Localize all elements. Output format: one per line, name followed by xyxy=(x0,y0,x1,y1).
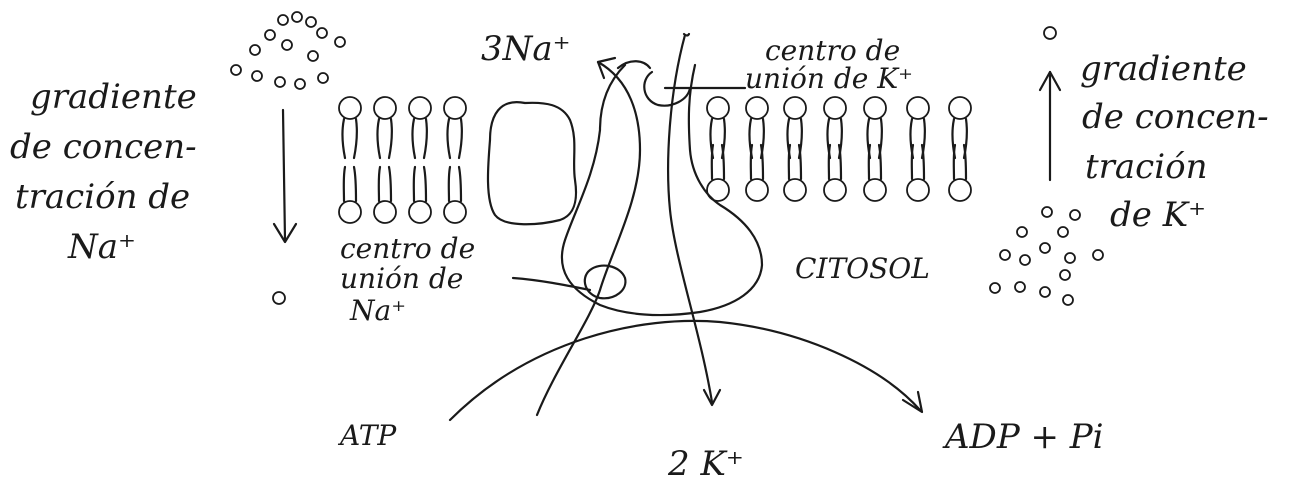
phospholipid-tail xyxy=(449,167,461,201)
label-k-gradient-line2: de concen- xyxy=(1082,97,1269,137)
phospholipid-tail xyxy=(954,145,966,179)
membrane-left xyxy=(339,97,466,223)
na-ion xyxy=(306,17,316,27)
k-ion xyxy=(1042,207,1052,217)
phospholipid-head xyxy=(824,97,846,119)
na-ion xyxy=(295,79,305,89)
na-ion xyxy=(318,73,328,83)
na-ion xyxy=(292,12,302,22)
atp-hydrolysis-arc xyxy=(450,321,920,420)
phospholipid-tail xyxy=(412,119,426,158)
label-cytosol: CITOSOL xyxy=(795,252,930,285)
label-na-gradient-line4: Na⁺ xyxy=(67,227,136,267)
na-ion xyxy=(317,28,327,38)
phospholipid-head xyxy=(746,97,768,119)
k-ion xyxy=(990,283,1000,293)
k-ion xyxy=(1020,255,1030,265)
na-ions-outside xyxy=(231,12,345,89)
k-ion xyxy=(1000,250,1010,260)
phospholipid-tail xyxy=(447,119,461,158)
phospholipid-tail xyxy=(751,145,763,179)
label-na-binding-site-line1: centro de xyxy=(340,232,475,265)
phospholipid-tail xyxy=(344,167,356,201)
k-ion xyxy=(1093,250,1103,260)
label-adp-pi: ADP + Pi xyxy=(942,417,1104,457)
na-ion xyxy=(335,37,345,47)
label-atp: ATP xyxy=(337,419,397,452)
phospholipid-tail xyxy=(379,167,391,201)
phospholipid-head xyxy=(409,97,431,119)
phospholipid-head xyxy=(339,97,361,119)
k-ion xyxy=(1040,243,1050,253)
phospholipid-tail xyxy=(869,145,881,179)
k-transport-arrow-start xyxy=(684,34,689,36)
na-ion xyxy=(231,65,241,75)
label-3na-top: 3Na⁺ xyxy=(481,29,571,69)
na-ion xyxy=(278,15,288,25)
k-ion xyxy=(1017,227,1027,237)
na-binding-site-pointer xyxy=(513,278,590,290)
label-k-gradient-line1: gradiente xyxy=(1080,49,1247,89)
label-k-binding-site-line2: unión de K⁺ xyxy=(745,62,913,95)
na-ion-inside xyxy=(273,292,285,304)
label-k-gradient-line4: de K⁺ xyxy=(1110,195,1206,235)
phospholipid-tail xyxy=(414,167,426,201)
phospholipid-head xyxy=(907,97,929,119)
phospholipid-tail xyxy=(829,145,841,179)
phospholipid-head xyxy=(409,201,431,223)
phospholipid-head xyxy=(907,179,929,201)
k-ion xyxy=(1063,295,1073,305)
phospholipid-tail xyxy=(712,145,724,179)
phospholipid-head xyxy=(707,97,729,119)
na-k-pump-protein xyxy=(562,65,762,315)
phospholipid-tail xyxy=(912,145,924,179)
k-ion xyxy=(1015,282,1025,292)
na-binding-pocket xyxy=(585,266,626,299)
k-ion xyxy=(1060,270,1070,280)
phospholipid-head xyxy=(339,201,361,223)
phospholipid-head xyxy=(444,97,466,119)
membrane-protein-blob xyxy=(488,102,576,224)
k-ion xyxy=(1040,287,1050,297)
k-ion xyxy=(1065,253,1075,263)
membrane-right xyxy=(707,97,971,201)
phospholipid-head xyxy=(864,97,886,119)
phospholipid-head xyxy=(824,179,846,201)
phospholipid-head xyxy=(949,97,971,119)
label-2k-bottom: 2 K⁺ xyxy=(667,444,744,481)
label-na-binding-site-line3: Na⁺ xyxy=(349,294,406,327)
phospholipid-tail xyxy=(342,119,356,158)
k-ion xyxy=(1070,210,1080,220)
phospholipid-head xyxy=(784,179,806,201)
phospholipid-head xyxy=(949,179,971,201)
phospholipid-head xyxy=(444,201,466,223)
phospholipid-head xyxy=(784,97,806,119)
phospholipid-tail xyxy=(377,119,391,158)
label-na-binding-site-line2: unión de xyxy=(340,262,463,295)
label-na-gradient-line3: tración de xyxy=(15,177,190,217)
na-transport-arrow xyxy=(537,62,640,415)
na-ion xyxy=(308,51,318,61)
phospholipid-head xyxy=(374,97,396,119)
k-ion xyxy=(1058,227,1068,237)
na-ion xyxy=(252,71,262,81)
na-ion xyxy=(282,40,292,50)
k-ions-inside xyxy=(990,207,1103,305)
na-ion xyxy=(275,77,285,87)
na-ion xyxy=(250,45,260,55)
k-ion-outside xyxy=(1044,27,1056,39)
na-gradient-arrow xyxy=(274,110,296,242)
label-na-gradient-line1: gradiente xyxy=(30,77,197,117)
k-gradient-arrow xyxy=(1040,72,1060,180)
phospholipid-head xyxy=(746,179,768,201)
phospholipid-head xyxy=(864,179,886,201)
na-ion xyxy=(265,30,275,40)
label-na-gradient-line2: de concen- xyxy=(10,127,197,167)
label-k-gradient-line3: tración xyxy=(1085,147,1207,187)
phospholipid-head xyxy=(374,201,396,223)
phospholipid-tail xyxy=(789,145,801,179)
